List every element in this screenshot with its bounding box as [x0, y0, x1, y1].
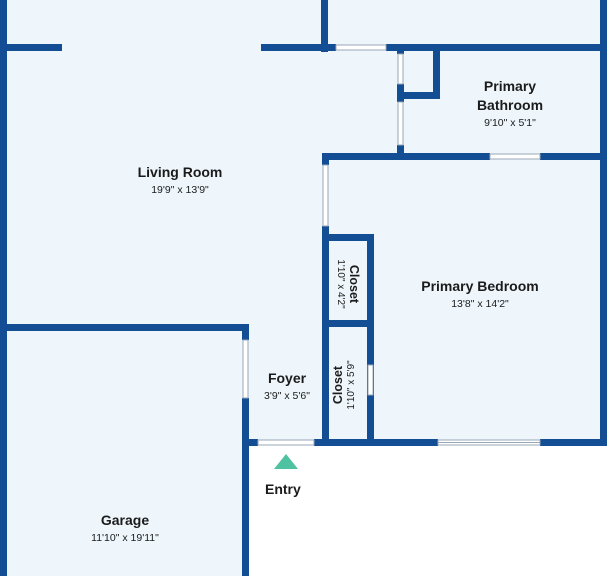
foyer-dims: 3'9" x 5'6"	[264, 390, 310, 402]
foyer-name: Foyer	[267, 370, 307, 386]
closet-lower-name: Closet	[331, 365, 345, 405]
living-room-label: Living Room 19'9" x 13'9"	[110, 163, 250, 197]
entry-label: Entry	[265, 481, 301, 497]
wall-upper-left	[0, 44, 62, 51]
wall-bath-bottom-left	[322, 153, 490, 160]
wall-garage-right-top	[242, 324, 249, 340]
primary-bedroom-dims: 13'8" x 14'2"	[451, 298, 509, 310]
wall-upper-right	[386, 44, 607, 51]
window-bedroom-door	[322, 164, 329, 227]
wall-bedroom-left-top	[322, 153, 329, 165]
living-room-dims: 19'9" x 13'9"	[151, 184, 209, 196]
wall-upper-mid	[261, 44, 336, 51]
primary-bedroom-name: Primary Bedroom	[421, 278, 539, 294]
primary-bedroom-label: Primary Bedroom 13'8" x 14'2"	[400, 277, 560, 311]
primary-bathroom-name-2: Bathroom	[476, 97, 544, 113]
window-top	[335, 44, 387, 51]
window-bath-top	[397, 53, 404, 85]
wall-top-stub-left	[0, 0, 7, 50]
wall-bottom-entry-left	[242, 439, 258, 446]
wall-closet-right	[367, 234, 374, 446]
wall-garage-top	[0, 324, 249, 331]
wall-linen-right	[433, 44, 440, 99]
window-garage-door	[242, 339, 249, 399]
living-room-name: Living Room	[137, 164, 223, 180]
foyer-label: Foyer 3'9" x 5'6"	[247, 369, 327, 403]
wall-bath-bottom-right	[540, 153, 607, 160]
wall-left-outer	[0, 0, 7, 576]
closet-upper-name: Closet	[347, 264, 361, 304]
closet-upper-label: Closet 1'10" x 4'2"	[331, 244, 361, 324]
wall-bottom-right	[540, 439, 607, 446]
primary-bathroom-dims: 9'10" x 5'1"	[484, 117, 536, 129]
window-bath-bottom	[489, 153, 541, 160]
closet-lower-dims: 1'10" x 5'9"	[346, 360, 357, 410]
wall-right-outer	[600, 0, 607, 446]
garage-floor	[0, 328, 246, 576]
wall-bottom-entry-right	[314, 439, 438, 446]
wall-closet-divider	[322, 320, 374, 327]
wall-garage-right-bottom	[242, 398, 249, 576]
wall-top-vertical	[321, 0, 328, 52]
primary-bathroom-name-1: Primary	[483, 78, 537, 94]
closet-upper-dims: 1'10" x 4'2"	[335, 259, 346, 309]
wall-bedroom-left-bottom	[322, 226, 329, 446]
wall-closet-top	[322, 234, 374, 241]
garage-dims: 11'10" x 19'11"	[91, 532, 159, 544]
wall-bath-left-bottom	[397, 145, 404, 159]
garage-label: Garage 11'10" x 19'11"	[55, 511, 195, 545]
wall-linen-bottom	[397, 92, 440, 99]
closet-lower-label: Closet 1'10" x 5'9"	[331, 345, 361, 425]
wall-bath-left-top	[397, 44, 404, 54]
garage-name: Garage	[100, 512, 150, 528]
top-right-room-floor	[328, 0, 607, 47]
primary-bathroom-label: Primary Bathroom 9'10" x 5'1"	[440, 77, 580, 130]
entry-marker-icon	[274, 454, 298, 469]
window-closet-lower	[367, 364, 374, 396]
openings	[242, 44, 541, 446]
window-bath-left	[397, 101, 404, 146]
entry-door	[257, 439, 315, 446]
